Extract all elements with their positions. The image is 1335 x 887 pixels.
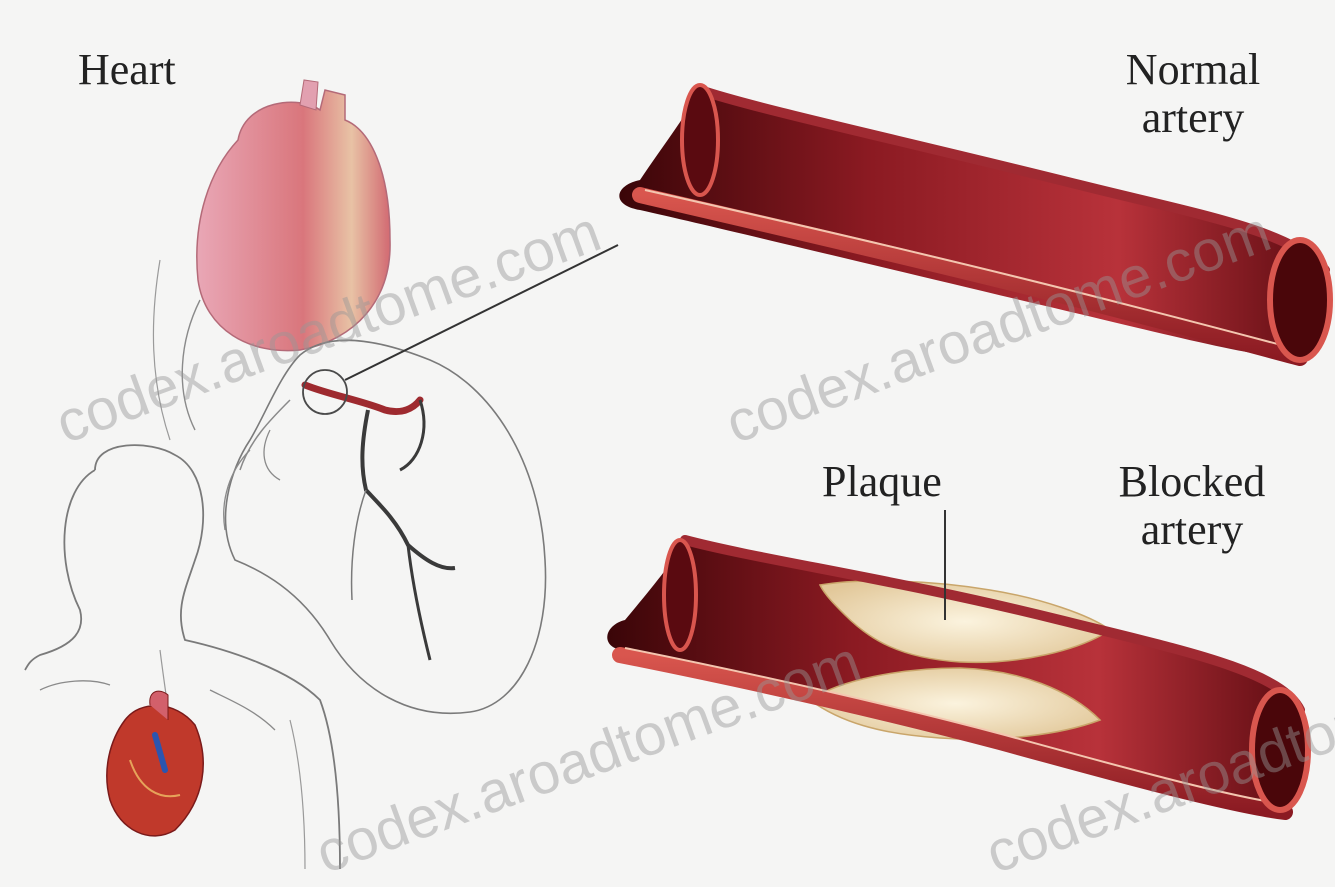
blocked-artery: [607, 510, 1308, 812]
illustration-stage: Heart Normal artery Plaque Blocked arter…: [0, 0, 1335, 869]
normal-artery-label-line2: artery: [1108, 94, 1278, 142]
blocked-artery-label: Blocked artery: [1102, 458, 1282, 554]
plaque-label: Plaque: [822, 458, 942, 506]
body-silhouette: [25, 445, 340, 869]
heart-illustration: [153, 80, 545, 713]
coronary-artery: [305, 385, 420, 412]
blocked-artery-label-line1: Blocked: [1102, 458, 1282, 506]
mini-heart: [107, 706, 203, 836]
heart-outline: [226, 340, 546, 713]
heart-label: Heart: [78, 46, 176, 94]
normal-artery-label: Normal artery: [1108, 46, 1278, 142]
aorta: [197, 90, 390, 351]
normal-artery-label-line1: Normal: [1108, 46, 1278, 94]
blocked-artery-opening: [1252, 690, 1308, 810]
blocked-artery-label-line2: artery: [1102, 506, 1282, 554]
normal-artery-opening: [1270, 240, 1330, 360]
